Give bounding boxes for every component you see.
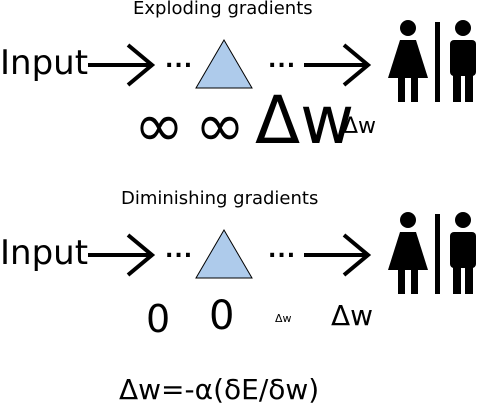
panel-title: Exploding gradients xyxy=(133,0,313,19)
arrow-icon xyxy=(88,233,156,277)
input-label: Input xyxy=(0,233,89,273)
symbol-infinity-1: ∞ xyxy=(134,91,184,161)
symbol-zero-1: 0 xyxy=(146,297,171,341)
input-label: Input xyxy=(0,43,89,83)
symbol-delta-w-large: Δw xyxy=(255,82,355,159)
symbol-delta-w-tiny: Δw xyxy=(275,312,292,325)
ellipsis-right: ... xyxy=(268,48,297,73)
restroom-sign-icon xyxy=(388,212,476,294)
ellipsis-right: ... xyxy=(268,238,297,263)
symbol-delta-w-medium: Δw xyxy=(331,299,374,332)
ellipsis-left: ... xyxy=(165,48,194,73)
restroom-sign-icon xyxy=(388,20,476,102)
arrow-icon xyxy=(304,233,372,277)
symbol-infinity-2: ∞ xyxy=(195,91,245,161)
triangle-icon xyxy=(195,229,253,279)
symbol-delta-w-small: Δw xyxy=(343,114,377,139)
symbol-zero-2: 0 xyxy=(209,293,235,339)
weight-update-formula: Δw=-α(δE/δw) xyxy=(119,373,320,406)
arrow-icon xyxy=(88,43,156,87)
arrow-icon xyxy=(304,43,372,87)
triangle-icon xyxy=(195,39,253,89)
ellipsis-left: ... xyxy=(165,238,194,263)
panel-title: Diminishing gradients xyxy=(121,188,319,209)
